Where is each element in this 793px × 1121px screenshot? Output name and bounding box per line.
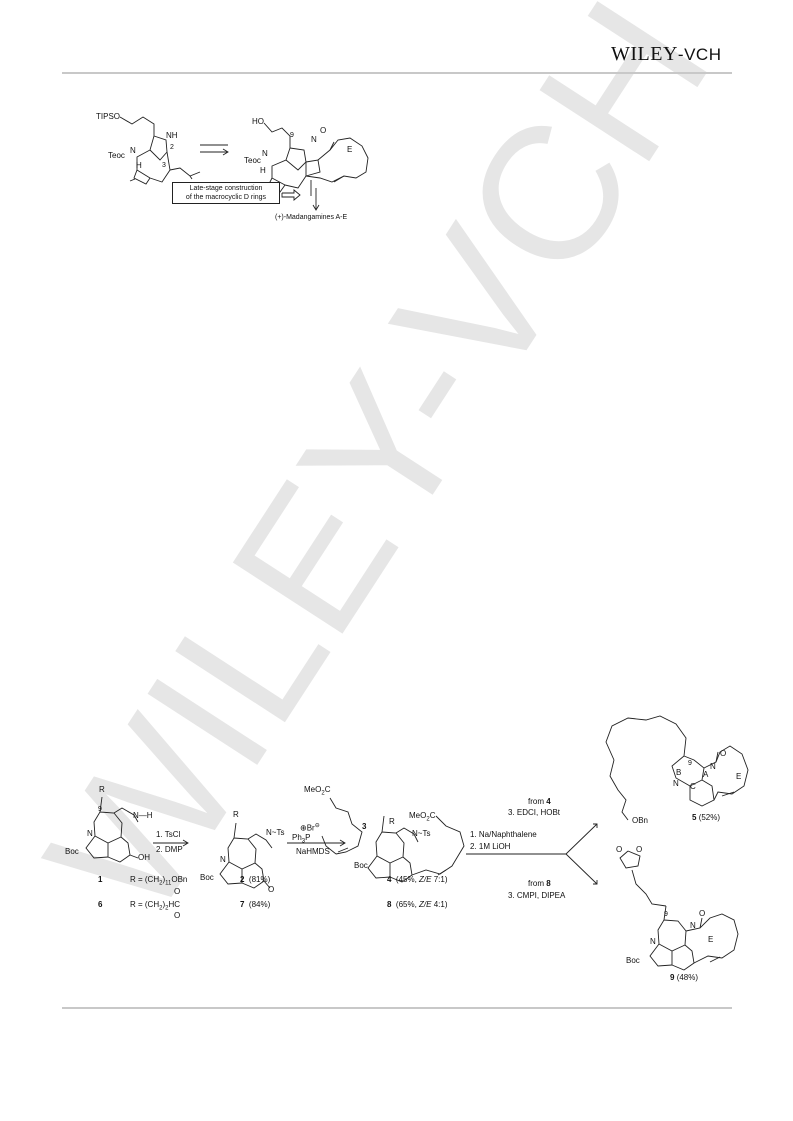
ho-label: HO: [252, 117, 264, 126]
branch-up-from: from 4: [528, 797, 551, 806]
dioxolane-o-2: O: [636, 845, 643, 854]
step1-line1: 1. TsCl: [156, 830, 181, 839]
ring-e-label-5: E: [736, 772, 742, 781]
teoc-label-product: Teoc: [244, 156, 261, 165]
r-label-4: R: [389, 817, 395, 826]
strategy-box-line1: Late-stage construction: [189, 185, 263, 192]
header-rule: [62, 72, 732, 74]
obn-label-5: OBn: [632, 816, 649, 825]
n-label-2-ts: N~Ts: [266, 828, 285, 837]
h-label-product: H: [260, 166, 266, 175]
compound-5-caption: 5 (52%): [692, 813, 721, 822]
ring-c-label: C: [690, 782, 696, 791]
n-label-start: N: [130, 146, 136, 155]
ring-e-label-top: E: [347, 145, 353, 154]
boc-label-2: Boc: [200, 873, 214, 882]
compound-1-structure: [85, 796, 139, 863]
ring-e-label-9: E: [708, 935, 714, 944]
step2-line1: 1. Na/Naphthalene: [470, 830, 537, 839]
teoc-label-start: Teoc: [108, 151, 125, 160]
dioxolane-o-1: O: [616, 845, 623, 854]
ring-a-label: A: [703, 770, 709, 779]
r-definition: R = (CH2)2HC: [130, 900, 181, 912]
n-label-1: N: [87, 829, 93, 838]
final-product-label: (+)-Madangamines A-E: [275, 214, 348, 221]
h-label-start: H: [136, 161, 142, 170]
next-caption: 8 (65%, Z/E 4:1): [387, 900, 448, 909]
r-label-1: R: [99, 785, 105, 794]
n-left-label: N: [262, 149, 268, 158]
n-label-5-left: N: [673, 779, 679, 788]
boc-label-4: Boc: [354, 861, 368, 870]
product-caption: 7 (84%): [240, 900, 271, 909]
o-label-5: O: [720, 749, 727, 758]
reagent-3-structure: [321, 797, 363, 855]
footer-rule: [62, 1007, 732, 1009]
reagent-3-number: 3: [362, 822, 367, 831]
n-ts-label-4: N~Ts: [412, 829, 431, 838]
meo2c-label-4: MeO2C: [409, 811, 436, 823]
nh-label: NH: [166, 131, 178, 140]
down-arrow: [310, 180, 320, 211]
r-definition: R = (CH2)11OBn: [130, 875, 188, 887]
oh-label-1: OH: [138, 853, 150, 862]
n-right-label: N: [311, 135, 317, 144]
compound-5-structure: [605, 715, 749, 821]
c9-label-1: 9: [98, 806, 102, 813]
n-label-9-right: N: [690, 921, 696, 930]
publisher-logo: WILEY-VCH: [611, 43, 721, 66]
logo-main: WILEY: [611, 43, 678, 65]
compound-9-structure: [619, 850, 739, 971]
r-label-2: R: [233, 810, 239, 819]
compound-number: 1: [98, 875, 103, 884]
compound-4-structure: [367, 815, 465, 883]
compound-number: 6: [98, 900, 103, 909]
ring-b-label: B: [676, 768, 682, 777]
intermediate-structure: [263, 122, 369, 193]
c2-label: 2: [170, 144, 174, 151]
compound-9-caption: 9 (48%): [670, 973, 699, 982]
br-label: ⊕Br⊖: [300, 823, 320, 833]
step2-line2: 2. 1M LiOH: [470, 842, 511, 851]
tipso-label: TIPSO: [96, 112, 121, 121]
forward-arrow: [200, 144, 229, 156]
dioxolane-o-upper: O: [174, 887, 181, 896]
strategy-box: Late-stage construction of the macrocycl…: [172, 182, 280, 204]
branch-up-reagents: 3. EDCI, HOBt: [508, 808, 561, 817]
product-caption: 2 (81%): [240, 875, 271, 884]
n-label-9-left: N: [650, 937, 656, 946]
start-material-structure: [119, 116, 201, 185]
step1-line2: 2. DMP: [156, 845, 183, 854]
n-label-5-right: N: [710, 762, 716, 771]
dioxolane-o-lower: O: [174, 911, 181, 920]
o-label-top: O: [320, 126, 327, 135]
boc-label-9: Boc: [626, 956, 640, 965]
ph3p-label: Ph3P: [292, 833, 311, 845]
branch-arrow: [466, 823, 598, 885]
c9-label-top: 9: [290, 132, 294, 139]
arrow-step-2: [287, 839, 346, 847]
logo-suffix: -VCH: [677, 45, 722, 64]
boc-label-1: Boc: [65, 847, 79, 856]
meo2c-label-3: MeO2C: [304, 785, 331, 797]
o-label-2: O: [268, 885, 275, 894]
branch-down-from: from 8: [528, 879, 551, 888]
compound-2-structure: [219, 822, 273, 889]
n-label-2: N: [220, 855, 226, 864]
c9-label-5: 9: [688, 760, 692, 767]
c9-label-9: 9: [664, 911, 668, 918]
arrow-step-1: [153, 839, 189, 847]
open-arrow: [281, 189, 301, 201]
next-caption: 4 (45%, Z/E 7:1): [387, 875, 448, 884]
reagent-base: NaHMDS: [296, 847, 330, 856]
branch-down-reagents: 3. CMPI, DIPEA: [508, 891, 566, 900]
c3-label: 3: [162, 162, 166, 169]
o-label-9: O: [699, 909, 706, 918]
strategy-box-line2: of the macrocyclic D rings: [185, 194, 267, 201]
nh-label-1: N—H: [133, 811, 153, 820]
